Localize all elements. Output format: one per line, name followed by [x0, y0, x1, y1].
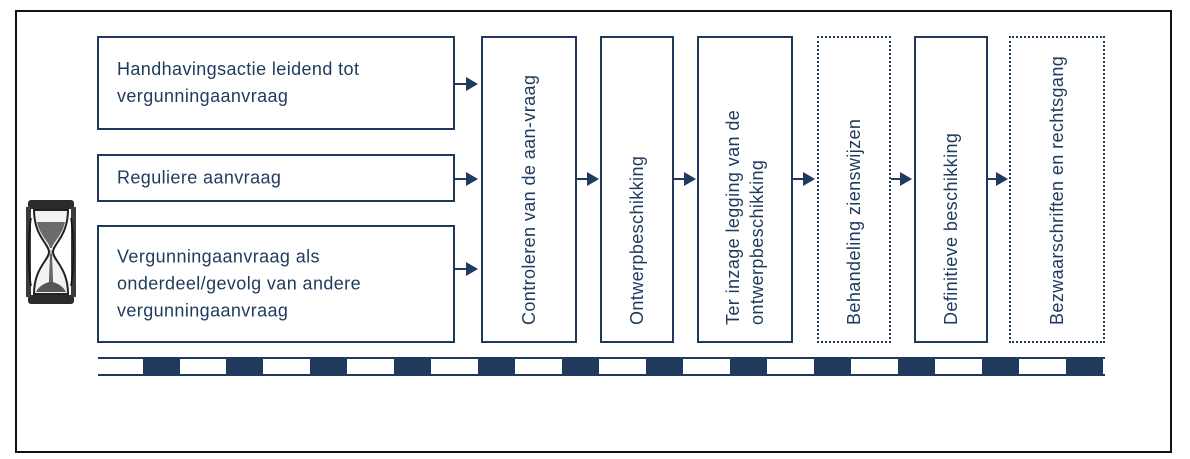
step-box-ontwerpbeschikking: Ontwerpbeschikking — [600, 36, 674, 343]
timeline-bar — [98, 357, 1105, 376]
step-label: Bezwaarschriften en rechtsgang — [1047, 55, 1067, 325]
input-label: Handhavingsactie leidend tot vergunninga… — [117, 59, 360, 106]
hourglass-icon — [26, 200, 76, 304]
input-box-andere-vergunningaanvraag: Vergunningaanvraag als onderdeel/gevolg … — [97, 225, 455, 343]
step-box-bezwaarschriften: Bezwaarschriften en rechtsgang — [1009, 36, 1105, 343]
step-label: Definitieve beschikking — [941, 132, 961, 325]
step-label: Controleren van de aan-vraag — [519, 74, 539, 325]
step-label: Ter inzage legging van de ontwerpbeschik… — [723, 109, 767, 325]
input-box-reguliere-aanvraag: Reguliere aanvraag — [97, 154, 455, 202]
input-label: Vergunningaanvraag als onderdeel/gevolg … — [117, 246, 361, 321]
step-box-definitieve-beschikking: Definitieve beschikking — [914, 36, 988, 343]
step-label: Ontwerpbeschikking — [627, 155, 647, 325]
step-box-ter-inzage-legging: Ter inzage legging van de ontwerpbeschik… — [697, 36, 793, 343]
input-label: Reguliere aanvraag — [117, 167, 282, 188]
step-label: Behandeling zienswijzen — [844, 118, 864, 325]
step-box-behandeling-zienswijzen: Behandeling zienswijzen — [817, 36, 891, 343]
input-box-handhavingsactie: Handhavingsactie leidend tot vergunninga… — [97, 36, 455, 130]
step-box-controleren: Controleren van de aan-vraag — [481, 36, 577, 343]
